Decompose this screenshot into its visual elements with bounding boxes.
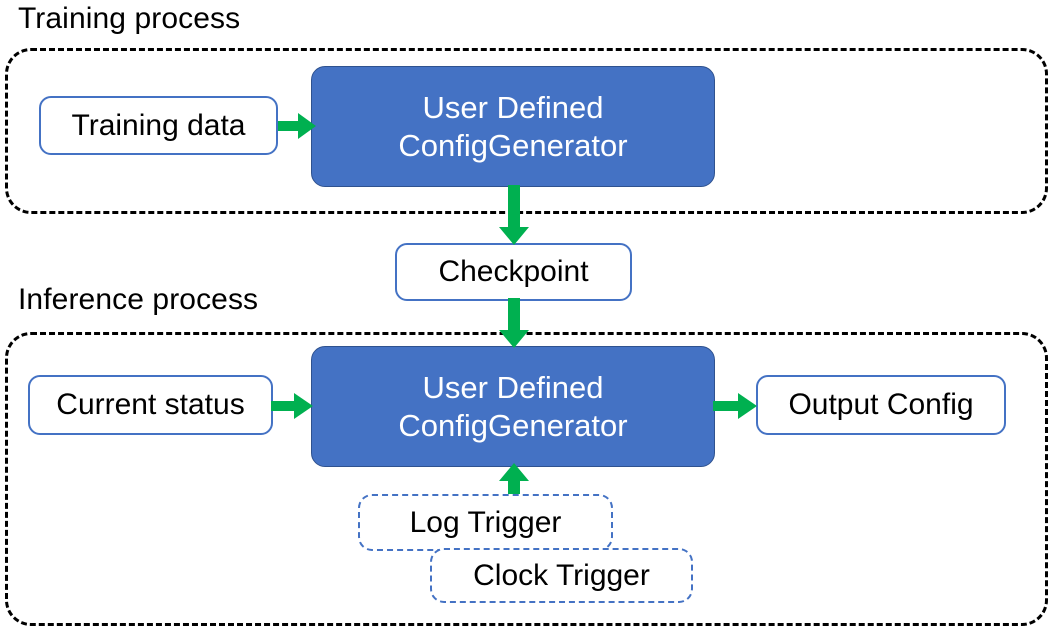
node-checkpoint[interactable]: Checkpoint [395, 243, 632, 301]
arrow-training-data-to-generator-icon [278, 110, 318, 142]
generator-label-line2: ConfigGenerator [398, 407, 628, 443]
training-process-caption: Training process [18, 2, 241, 35]
generator-label-line2: ConfigGenerator [398, 127, 628, 163]
generator-label-line1: User Defined [422, 369, 604, 405]
node-current-status[interactable]: Current status [28, 375, 273, 435]
node-user-defined-configgenerator-inference[interactable]: User Defined ConfigGenerator [311, 346, 715, 467]
node-clock-trigger[interactable]: Clock Trigger [430, 548, 693, 603]
arrow-generator-to-output-config-icon [713, 390, 759, 422]
inference-process-container [5, 332, 1048, 626]
training-process-container [5, 48, 1048, 214]
arrow-generator-to-checkpoint-icon [498, 185, 530, 247]
arrow-current-status-to-generator-icon [271, 390, 315, 422]
node-output-config[interactable]: Output Config [756, 375, 1006, 435]
arrow-checkpoint-to-generator-icon [498, 298, 530, 350]
node-user-defined-configgenerator-training[interactable]: User Defined ConfigGenerator [311, 66, 715, 187]
node-training-data[interactable]: Training data [39, 96, 278, 155]
inference-process-caption: Inference process [18, 283, 259, 316]
generator-label-line1: User Defined [422, 89, 604, 125]
arrow-triggers-to-generator-icon [498, 463, 530, 503]
node-log-trigger[interactable]: Log Trigger [358, 494, 613, 551]
